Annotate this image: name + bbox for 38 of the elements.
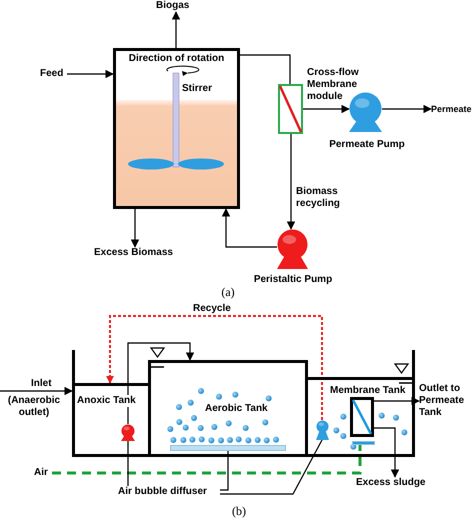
input-label: Feed [40, 68, 67, 80]
panel-label: (b) [231, 505, 247, 517]
component-label: Cross-flow Membrane module [307, 67, 360, 103]
arrow [303, 104, 350, 114]
aerobic-tank [148, 360, 308, 457]
dashed-line [106, 315, 323, 420]
arrow [172, 11, 180, 48]
output-label: Excess sludge [356, 477, 436, 489]
output-label: Permeate [431, 103, 474, 115]
arrow [286, 134, 296, 230]
component-label: Permeate Pump [328, 139, 406, 151]
component-label: Peristaltic Pump [252, 274, 334, 286]
output-label: Biogas [156, 0, 198, 12]
tank-label: Anoxic Tank [75, 395, 138, 407]
diffuser-label: Air bubble diffuser [118, 486, 220, 498]
arrow [127, 342, 194, 424]
membrane-tank [308, 377, 415, 457]
panel-label: (a) [220, 286, 236, 298]
reactor-tank [113, 48, 240, 209]
arrow [67, 70, 114, 78]
arrow [0, 386, 73, 396]
inlet-label: Inlet [31, 378, 52, 390]
arrow [130, 209, 140, 248]
dashed-line [52, 445, 362, 474]
edge-label: Recycle [193, 303, 229, 315]
arrow [222, 208, 277, 248]
outlet-label: Outlet to Permeate Tank [419, 383, 473, 423]
arrow [374, 427, 400, 478]
output-label: Excess Biomass [94, 247, 180, 259]
pipe-line [240, 54, 291, 84]
input-label: Air [34, 467, 52, 479]
leader-line [127, 441, 129, 486]
arrow [374, 396, 420, 406]
leader-line [220, 440, 323, 495]
leader-line [220, 451, 229, 491]
arrow [382, 104, 432, 114]
inlet-label: (Anaerobic outlet) [6, 395, 62, 419]
anoxic-tank [72, 383, 148, 457]
